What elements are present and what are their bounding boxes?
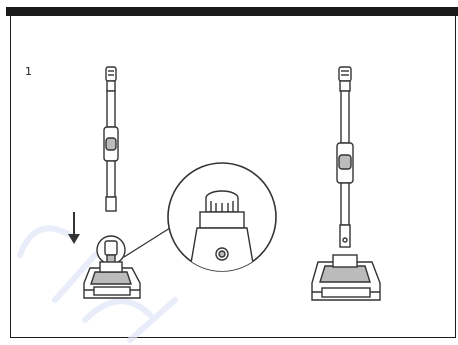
left-border: [10, 16, 11, 338]
floor-head-icon: [83, 235, 141, 299]
zoom-connector: [123, 227, 171, 258]
arrow-down-icon: [68, 212, 80, 244]
bottom-border: [10, 337, 456, 338]
extension-wand-icon: [103, 66, 119, 212]
assembled-wand-icon: [311, 66, 381, 301]
step-number: 1: [25, 65, 32, 78]
header-bar: [6, 7, 458, 16]
right-border: [455, 16, 456, 338]
zoom-detail-icon: [167, 162, 277, 272]
